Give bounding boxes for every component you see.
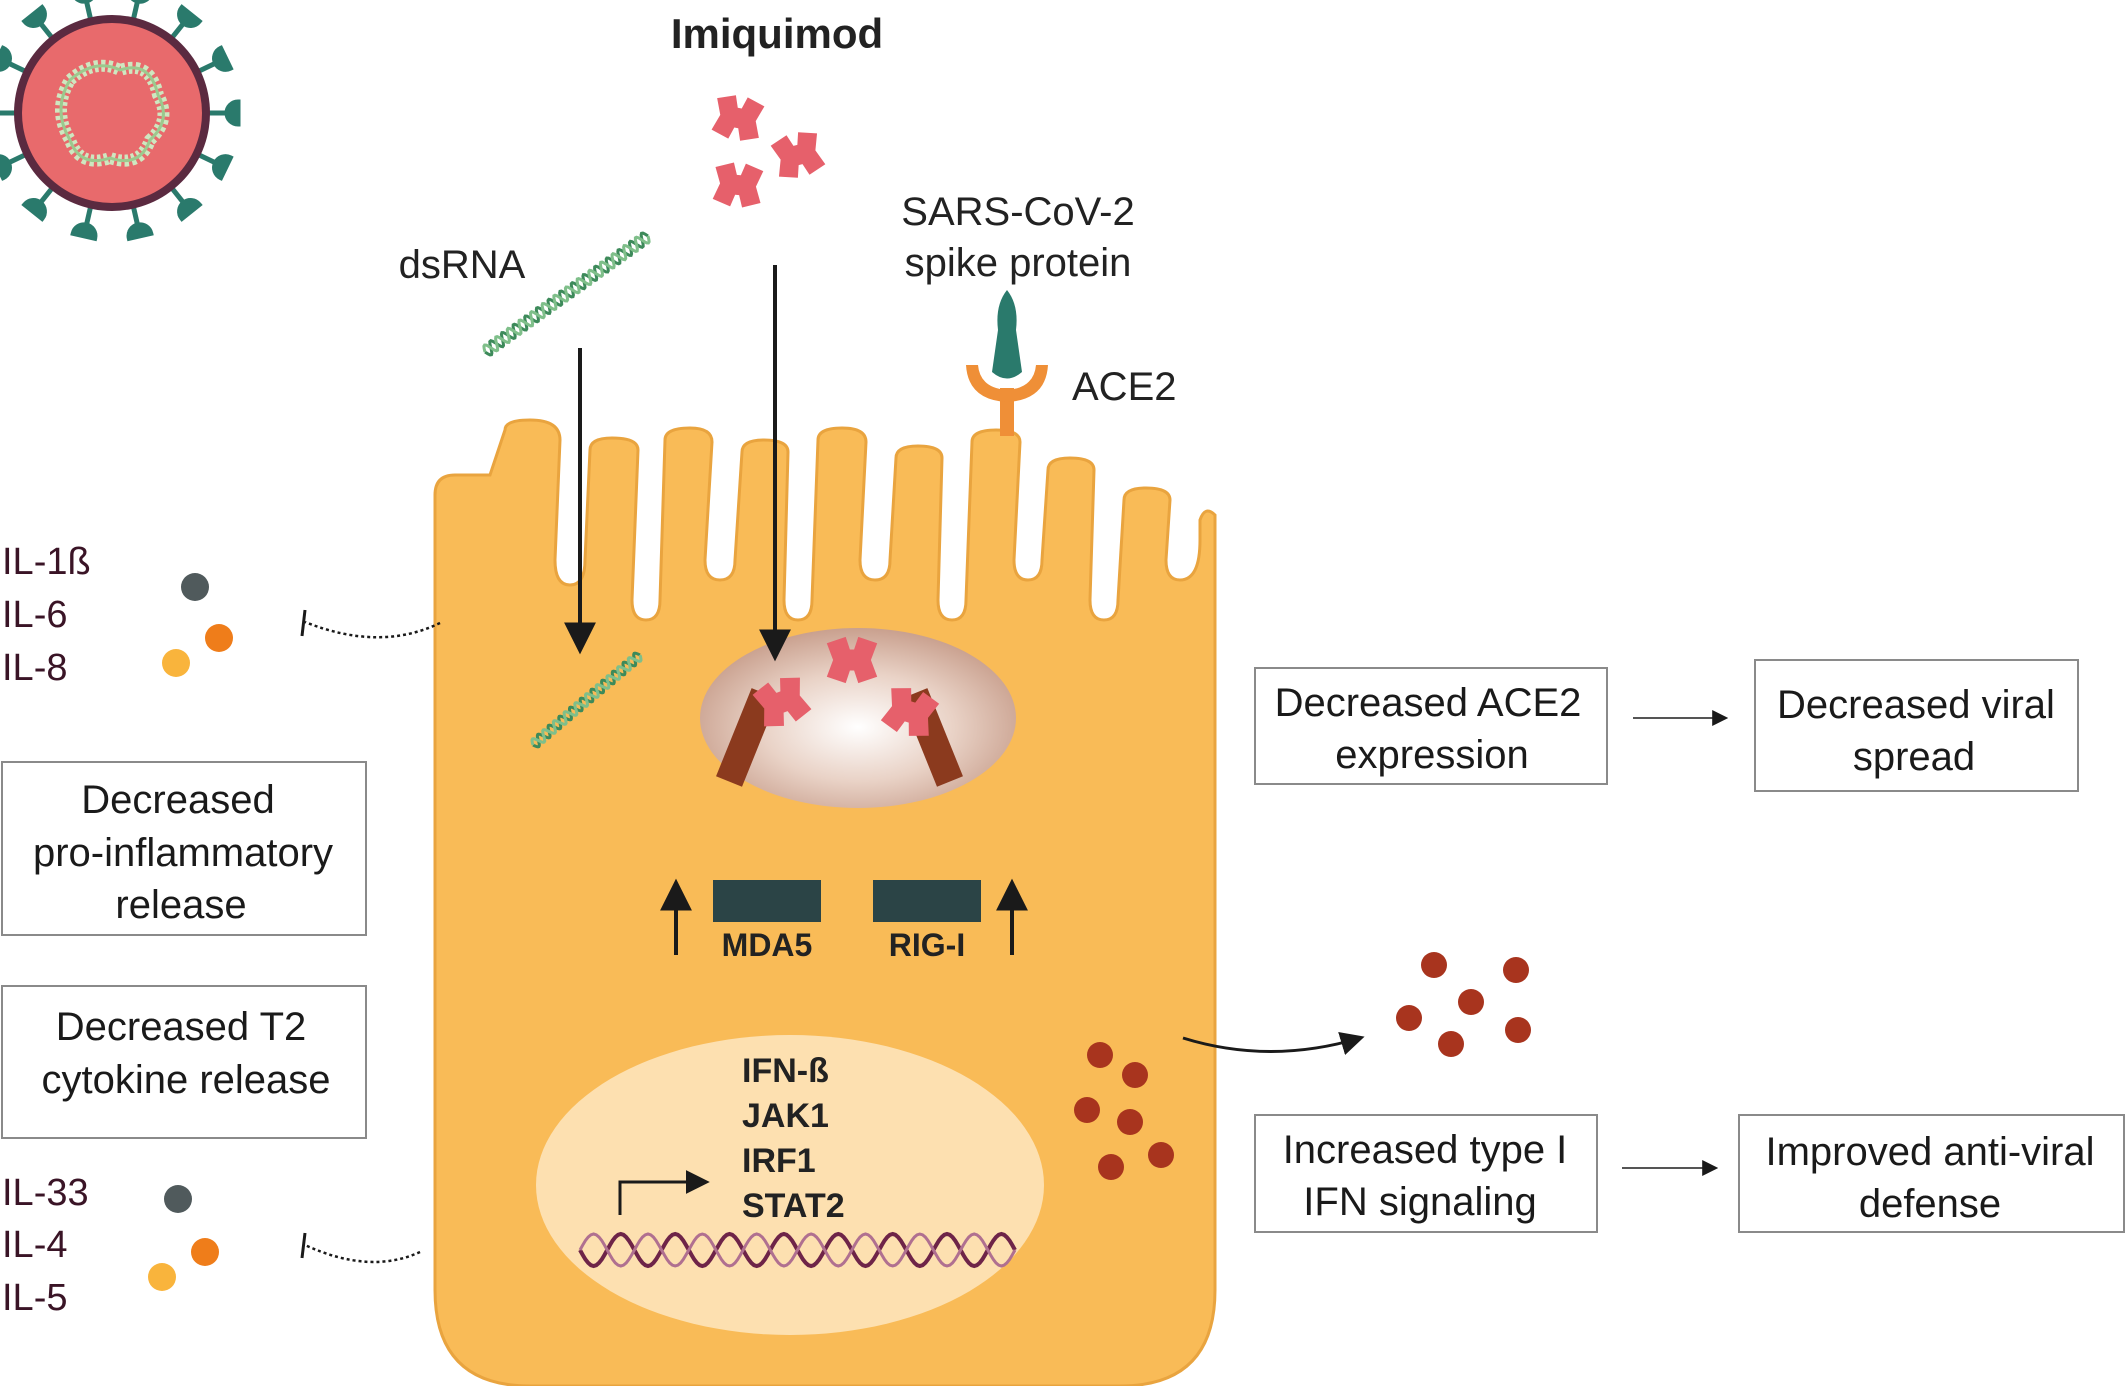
interferon-dot xyxy=(1396,1005,1422,1031)
gene-ifn-b: IFN-ß xyxy=(742,1052,829,1090)
inhibition-line-bottom xyxy=(304,1243,421,1264)
virus-spike-head xyxy=(70,222,98,242)
inhibition-line-top xyxy=(304,620,441,639)
svg-text:cytokine release: cytokine release xyxy=(41,1058,330,1102)
svg-text:Decreased T2: Decreased T2 xyxy=(56,1005,307,1049)
virus-spike-head xyxy=(177,4,203,28)
virus-spike-head xyxy=(74,0,94,4)
imiquimod-molecule-icon xyxy=(710,92,827,210)
cytokine-il-4: IL-4 xyxy=(2,1224,67,1266)
gene-list: IFN-ß JAK1 IRF1 STAT2 xyxy=(742,1052,845,1225)
inhibition-bar-top xyxy=(300,609,307,637)
dsrna-label: dsRNA xyxy=(399,243,526,287)
interferon-secretion-arrow xyxy=(1182,1032,1365,1056)
box-t2-cytokine: Decreased T2 cytokine release xyxy=(1,985,367,1139)
spike-protein-label-line2: spike protein xyxy=(905,241,1132,285)
virus-spike-head xyxy=(0,45,12,72)
interferon-dot xyxy=(1438,1031,1464,1057)
cytokine-il-33: IL-33 xyxy=(2,1172,89,1214)
virus-spike-head xyxy=(130,0,150,4)
mda5-label: MDA5 xyxy=(722,927,813,963)
cytokine-il-1b: IL-1ß xyxy=(2,541,91,583)
interferon-dot xyxy=(1087,1042,1113,1068)
cytokine-il-6: IL-6 xyxy=(2,594,67,636)
cytokines-bottom-list: IL-33 IL-4 IL-5 xyxy=(2,1172,89,1319)
virus-spike-head xyxy=(224,99,241,127)
box-type1-ifn: Increased type I IFN signaling xyxy=(1254,1114,1598,1233)
gene-stat2: STAT2 xyxy=(742,1187,845,1225)
interferon-dot xyxy=(1421,952,1447,978)
endosome xyxy=(700,628,1016,808)
inhibition-bar-bottom xyxy=(300,1232,307,1259)
svg-text:pro-inflammatory: pro-inflammatory xyxy=(33,831,333,875)
interferon-dots-inside xyxy=(1074,1042,1174,1180)
virus-spike-head xyxy=(177,198,203,222)
cytokine-dots-top xyxy=(162,573,233,677)
svg-text:expression: expression xyxy=(1335,733,1528,777)
cytokine-il-5: IL-5 xyxy=(2,1277,67,1319)
box-viral-spread: Decreased viral spread xyxy=(1754,659,2079,792)
virus-spike xyxy=(83,0,94,21)
virus-spike-head xyxy=(126,222,154,242)
interferon-dots-outside xyxy=(1396,952,1531,1057)
spike-protein-label-line1: SARS-CoV-2 xyxy=(901,190,1134,234)
virus-spike-head xyxy=(21,198,47,222)
dna-helix-icon xyxy=(578,1231,1017,1269)
gene-irf1: IRF1 xyxy=(742,1142,816,1180)
interferon-dot xyxy=(1503,957,1529,983)
ace2-receptor-icon xyxy=(966,290,1048,436)
internal-dsrna-icon xyxy=(530,651,643,749)
interferon-dot xyxy=(1117,1109,1143,1135)
transcription-arrow xyxy=(618,1170,710,1215)
box-ace2-expression: Decreased ACE2 expression xyxy=(1254,667,1608,785)
cytokine-il-8: IL-8 xyxy=(2,647,67,689)
cytokine-dots-bottom xyxy=(148,1185,219,1291)
svg-text:release: release xyxy=(115,883,246,927)
imiquimod-title: Imiquimod xyxy=(671,10,883,57)
box-pro-inflammatory: Decreased pro-inflammatory release xyxy=(1,761,367,936)
interferon-dot xyxy=(1458,989,1484,1015)
gene-jak1: JAK1 xyxy=(742,1097,829,1135)
virus-icon xyxy=(0,0,241,242)
interferon-dot xyxy=(1074,1097,1100,1123)
virus-spike xyxy=(130,0,141,21)
svg-text:IFN signaling: IFN signaling xyxy=(1303,1180,1536,1224)
interferon-dot xyxy=(1122,1062,1148,1088)
svg-text:Increased type I: Increased type I xyxy=(1283,1128,1568,1172)
virus-spike-head xyxy=(21,4,47,28)
rig-i-label: RIG-I xyxy=(889,927,965,963)
nucleus xyxy=(536,1035,1044,1335)
box-antiviral: Improved anti-viral defense xyxy=(1738,1114,2125,1233)
svg-text:Decreased viral: Decreased viral xyxy=(1777,683,2055,727)
svg-text:spread: spread xyxy=(1853,735,1975,779)
virus-spike-head xyxy=(0,154,12,181)
svg-text:defense: defense xyxy=(1859,1182,2001,1226)
virus-spike-head xyxy=(212,154,234,181)
interferon-dot xyxy=(1505,1017,1531,1043)
svg-text:Improved anti-viral: Improved anti-viral xyxy=(1765,1130,2094,1174)
virus-spike-head xyxy=(212,45,234,72)
svg-text:Decreased ACE2: Decreased ACE2 xyxy=(1275,681,1582,725)
ace2-label: ACE2 xyxy=(1072,365,1177,409)
dsrna-strand-icon xyxy=(482,231,651,357)
svg-text:Decreased: Decreased xyxy=(81,778,274,822)
cytokines-top-list: IL-1ß IL-6 IL-8 xyxy=(2,541,91,689)
interferon-dot xyxy=(1148,1142,1174,1168)
interferon-dot xyxy=(1098,1154,1124,1180)
mda5-bar xyxy=(713,880,821,922)
rig-i-bar xyxy=(873,880,981,922)
